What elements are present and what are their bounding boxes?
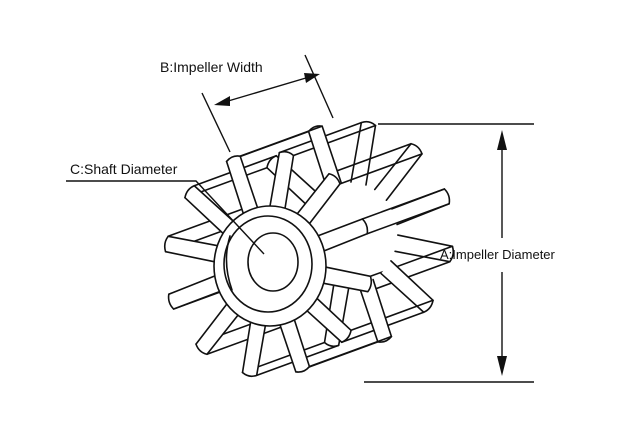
impeller-blade	[163, 235, 224, 264]
shaft-bore	[247, 232, 299, 292]
impeller-blade-edge	[328, 142, 412, 175]
impeller-blade-edge	[350, 299, 434, 332]
impeller-blade-back	[380, 260, 434, 314]
impeller-blade-edge	[366, 202, 451, 235]
impeller-blade	[268, 150, 295, 216]
impeller-width-label: B:Impeller Width	[160, 59, 263, 75]
impeller-blade	[275, 308, 311, 373]
impeller-blade-edge	[292, 124, 377, 157]
impeller-blade	[309, 218, 369, 256]
impeller-width-dimension	[201, 54, 334, 153]
shaft-diameter-label: C:Shaft Diameter	[70, 161, 178, 177]
impeller-blade-edge	[339, 153, 423, 185]
impeller-blade	[225, 155, 261, 220]
impeller-front-blades	[163, 150, 373, 378]
impeller-blade	[291, 172, 341, 232]
impeller-blade-back	[373, 142, 423, 202]
impeller-diameter-dimension	[364, 123, 534, 383]
impeller-blade	[184, 184, 238, 238]
impeller-blade	[241, 312, 268, 378]
impeller-blade	[195, 296, 245, 356]
impeller-diameter-label: A:Impeller Diameter	[440, 247, 555, 262]
shaft-diameter-leader	[66, 180, 265, 255]
impeller-blade	[312, 264, 373, 293]
impeller-blade-edge	[239, 125, 323, 157]
impeller-blade-edge	[361, 188, 446, 220]
impeller-blade	[167, 272, 227, 310]
impeller-hub	[213, 205, 327, 327]
